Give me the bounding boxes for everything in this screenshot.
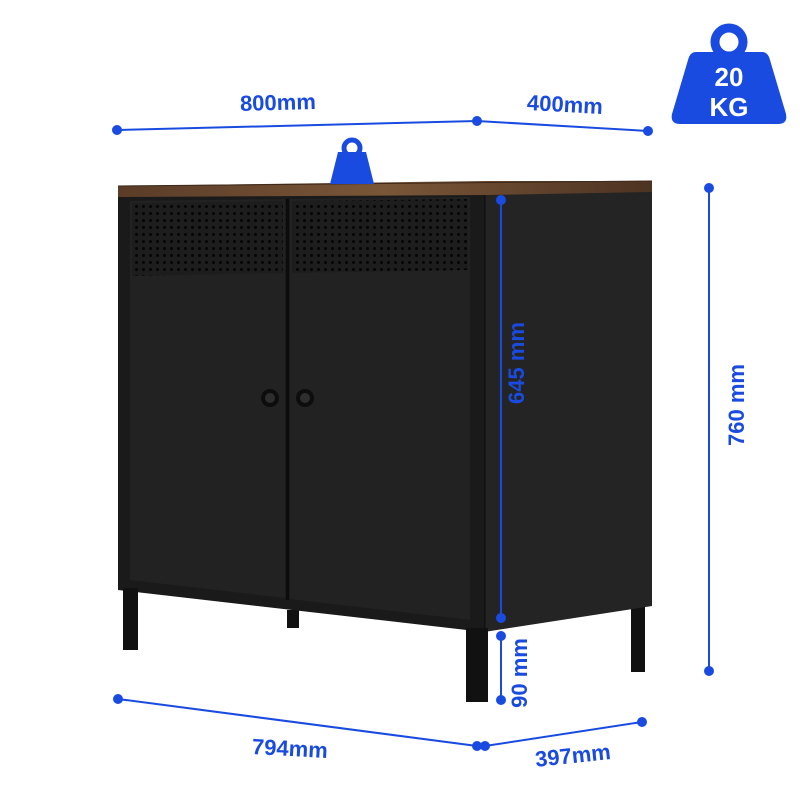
cabinet-side-panel bbox=[484, 190, 652, 632]
dim-line-top-width bbox=[116, 120, 478, 131]
door-knob-right bbox=[296, 389, 314, 407]
weight-value: 20 bbox=[714, 62, 744, 92]
cabinet-leg-back-right bbox=[631, 600, 645, 672]
left-door-perforation bbox=[132, 201, 283, 276]
right-door bbox=[290, 197, 470, 620]
weight-icon bbox=[671, 23, 787, 124]
label-bottom-width: 794mm bbox=[251, 734, 329, 763]
left-door bbox=[130, 199, 285, 598]
weight-unit: KG bbox=[709, 92, 749, 122]
label-inner-height: 645 mm bbox=[504, 322, 529, 404]
dim-line-top-depth bbox=[476, 120, 649, 132]
cabinet-leg-front-left bbox=[123, 588, 138, 650]
label-leg-height: 90 mm bbox=[507, 638, 532, 708]
small-weight-icon bbox=[330, 137, 374, 184]
door-knob-left bbox=[261, 389, 279, 407]
label-total-height: 760 mm bbox=[724, 364, 749, 446]
cabinet-leg-back-left bbox=[287, 610, 299, 628]
label-top-depth: 400mm bbox=[526, 90, 604, 119]
label-top-width: 800mm bbox=[239, 89, 317, 116]
dim-line-bottom-depth bbox=[484, 721, 643, 747]
dim-line-bottom-width bbox=[117, 698, 478, 747]
cabinet-leg-front-right bbox=[466, 628, 488, 702]
right-door-perforation bbox=[292, 199, 468, 273]
